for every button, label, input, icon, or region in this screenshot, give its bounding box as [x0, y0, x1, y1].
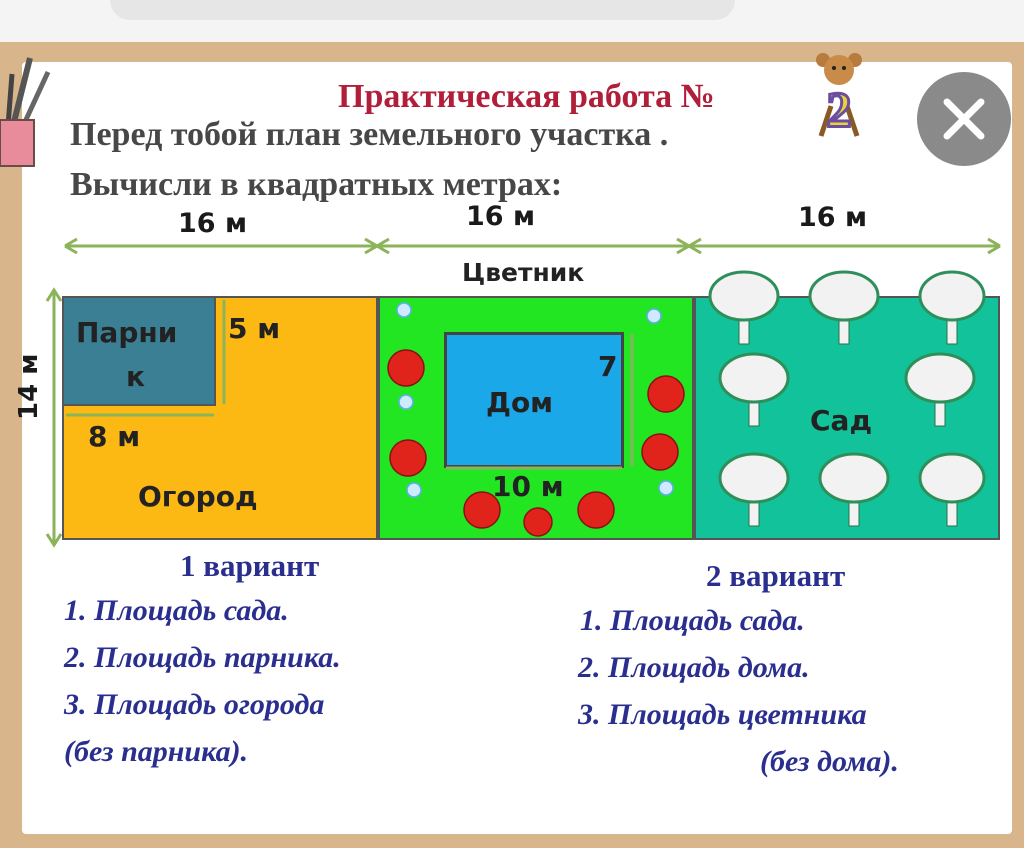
tree-icon	[718, 452, 790, 527]
house-width-arrow	[446, 466, 622, 470]
height-arrow	[45, 287, 63, 548]
tree-icon	[818, 452, 890, 527]
tree-icon	[904, 352, 976, 427]
flower-icon	[523, 507, 553, 537]
variant1-heading: 1 вариант	[180, 548, 320, 583]
width-arrows	[64, 237, 1001, 255]
garden-label: Огород	[138, 480, 258, 513]
variant2-item-1: 1. Площадь сада.	[580, 604, 805, 637]
flower-icon	[389, 439, 427, 477]
tree-icon	[718, 352, 790, 427]
greenhouse-height: 5 м	[228, 312, 281, 345]
close-icon	[943, 98, 985, 140]
tree-decor	[708, 270, 986, 527]
pencil-cup-icon	[0, 57, 51, 167]
variant1-item-1: 1. Площадь сада.	[64, 594, 289, 627]
dim-top-2: 16 м	[466, 201, 536, 232]
greenhouse-zone	[62, 296, 216, 406]
dim-top-1: 16 м	[178, 208, 248, 239]
flower-icon	[463, 491, 501, 529]
greenhouse-width-arrow	[66, 413, 214, 417]
house-width: 10 м	[492, 470, 564, 503]
variant2-item-2: 2. Площадь дома.	[578, 651, 810, 684]
greenhouse-height-arrow	[222, 300, 226, 404]
bear-number-icon: 2	[816, 53, 862, 139]
variant1-item-4: (без парника).	[64, 735, 249, 768]
flowerbed-label: Цветник	[462, 258, 585, 287]
tree-icon	[918, 270, 986, 345]
greenhouse-width: 8 м	[88, 420, 141, 453]
house-height-arrow	[630, 334, 634, 466]
tree-icon	[808, 270, 880, 345]
browser-top-bar	[110, 0, 735, 20]
intro-line-2: Вычисли в квадратных метрах:	[70, 166, 563, 203]
flower-icon	[387, 349, 425, 387]
tree-icon	[918, 452, 986, 527]
dim-top-3: 16 м	[798, 202, 868, 233]
flower-icon	[647, 375, 685, 413]
house-label: Дом	[486, 386, 554, 419]
flower-decor	[387, 302, 685, 537]
greenhouse-label-2: к	[126, 360, 146, 393]
variant2-heading: 2 вариант	[706, 558, 846, 593]
variant1-item-3: 3. Площадь огорода	[64, 688, 325, 721]
tree-icon	[708, 270, 780, 345]
intro-line-1: Перед тобой план земельного участка .	[70, 116, 669, 153]
worksheet-title: Практическая работа №	[338, 78, 715, 115]
variant2-item-4: (без дома).	[760, 745, 899, 778]
dim-height: 14 м	[14, 353, 44, 421]
close-button[interactable]	[917, 72, 1011, 166]
variant2-item-3: 3. Площадь цветника	[578, 698, 867, 731]
bear-number: 2	[827, 81, 852, 137]
variant1-item-2: 2. Площадь парника.	[64, 641, 341, 674]
greenhouse-label-1: Парни	[76, 316, 178, 349]
flower-icon	[577, 491, 615, 529]
flower-icon	[641, 433, 679, 471]
garden-zone	[62, 296, 378, 540]
orchard-label: Сад	[806, 404, 877, 437]
house-height: 7	[598, 350, 618, 383]
